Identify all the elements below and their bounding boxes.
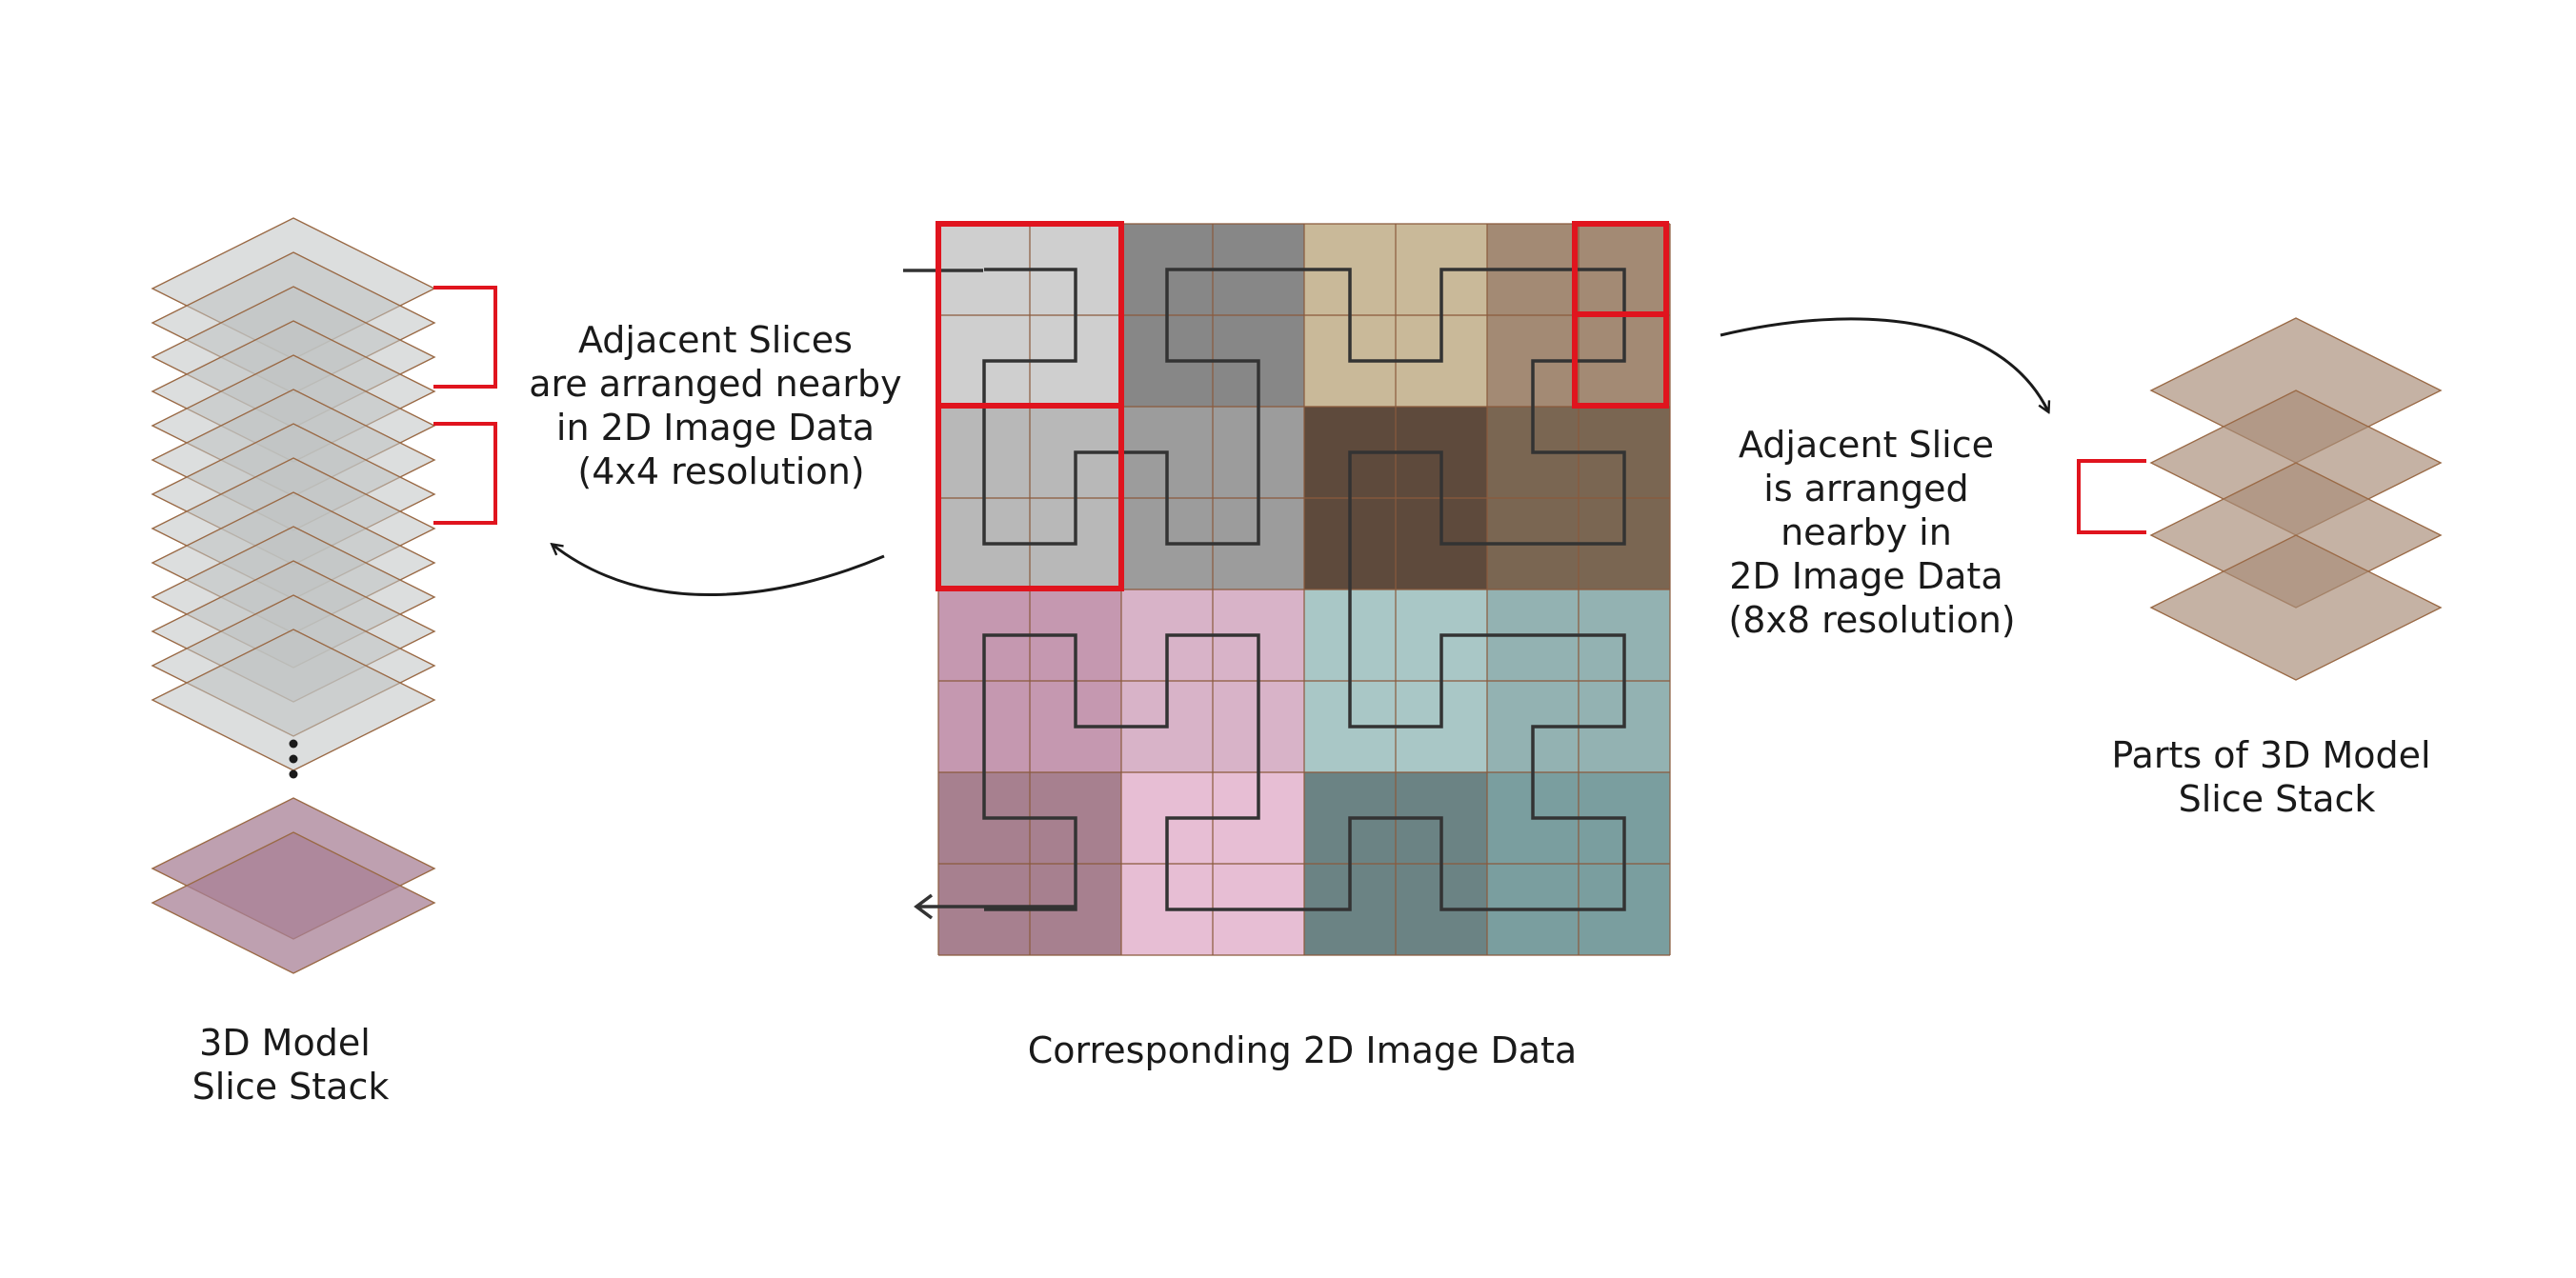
left-slice-stack bbox=[151, 217, 436, 974]
bracket-upper bbox=[433, 286, 497, 389]
curve-exit-arrow bbox=[914, 893, 1075, 920]
slice-layer bbox=[151, 831, 436, 974]
bracket-lower bbox=[433, 422, 497, 525]
left-annotation-text: Adjacent Slices are arranged nearby in 2… bbox=[529, 319, 914, 492]
stack-ellipsis-dots bbox=[289, 739, 298, 779]
right-annotation-text: Adjacent Slice is arranged nearby in 2D … bbox=[1728, 424, 2015, 641]
left-curved-arrow bbox=[553, 545, 885, 596]
slice-layer bbox=[2149, 534, 2443, 681]
right-curved-arrow bbox=[1720, 317, 2048, 411]
right-stack-caption: Parts of 3D Model Slice Stack bbox=[2111, 734, 2442, 820]
left-stack-brackets bbox=[433, 286, 497, 525]
grid-highlights bbox=[936, 221, 1669, 591]
right-stack-bracket bbox=[2077, 459, 2146, 534]
center-caption: Corresponding 2D Image Data bbox=[1028, 1029, 1577, 1071]
right-slice-stack bbox=[2149, 317, 2443, 681]
hilbert-curve-path bbox=[982, 268, 1626, 911]
left-stack-caption: 3D Model Slice Stack bbox=[192, 1022, 390, 1108]
